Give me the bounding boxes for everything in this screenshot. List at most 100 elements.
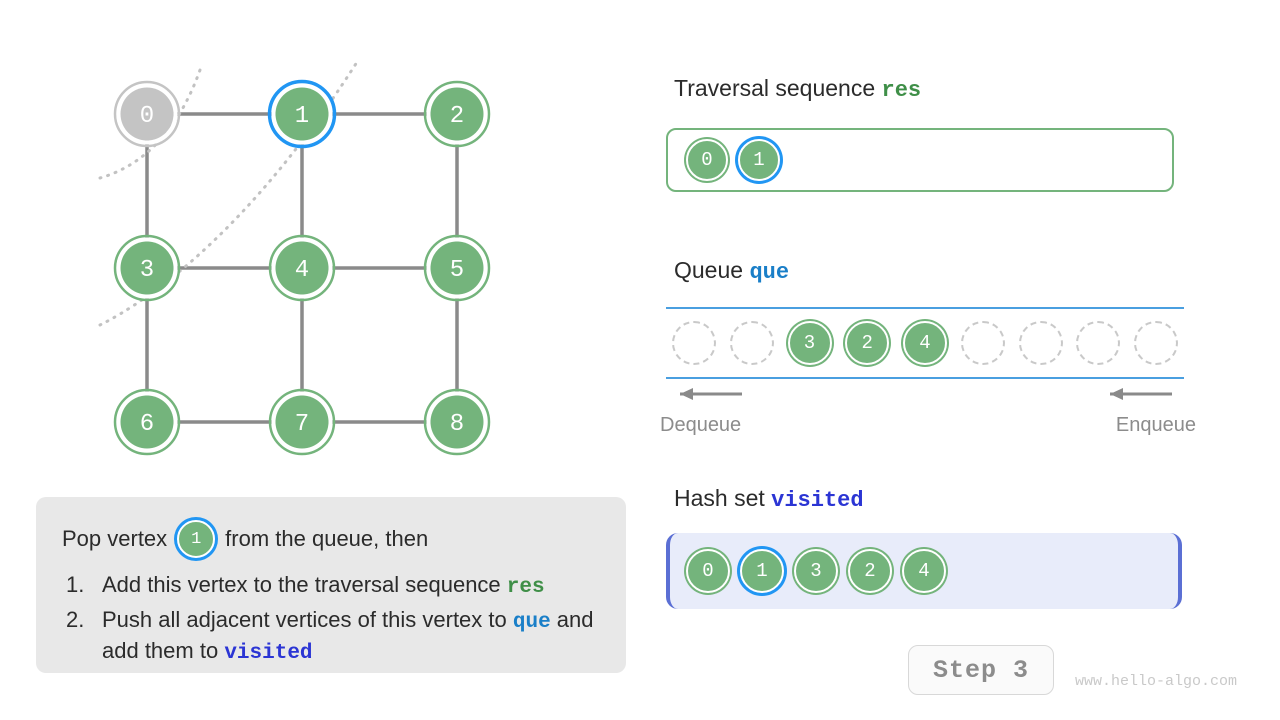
queue-empty-slot xyxy=(1076,321,1121,365)
res-var-name: res xyxy=(881,78,922,103)
description-panel: Pop vertex 1 from the queue, then 1. Add … xyxy=(36,497,626,673)
node-outer-ring xyxy=(268,234,336,302)
queue-end-labels: Dequeue Enqueue xyxy=(660,414,1196,437)
node-label: 2 xyxy=(450,103,464,130)
graph-panel: 0 1 2 3 4 5 6 7 8 xyxy=(0,0,620,480)
queue-top-rule xyxy=(666,307,1184,309)
node-outer-ring xyxy=(113,80,181,148)
step-keyword-2: visited xyxy=(224,641,313,665)
step-text-mid: and add them to xyxy=(102,606,594,663)
graph-node-7[interactable]: 7 xyxy=(268,388,336,456)
node-body[interactable] xyxy=(430,241,484,295)
node-body[interactable] xyxy=(275,87,329,141)
hash-item: 3 xyxy=(794,549,838,593)
dequeue-label: Dequeue xyxy=(660,414,742,436)
node-body[interactable] xyxy=(430,395,484,449)
node-white-ring xyxy=(116,83,178,145)
graph-node-5[interactable]: 5 xyxy=(423,234,491,302)
graph-svg: 0 1 2 3 4 5 6 7 8 xyxy=(98,60,491,456)
queue-bottom-rule xyxy=(666,377,1184,379)
node-label: 3 xyxy=(140,257,154,284)
queue-item: 2 xyxy=(845,321,890,365)
hash-item: 0 xyxy=(686,549,730,593)
node-label: 8 xyxy=(450,411,464,438)
node-white-ring xyxy=(271,391,333,453)
node-highlight-ring xyxy=(267,79,337,149)
node-outer-ring xyxy=(423,80,491,148)
node-label: 5 xyxy=(450,257,464,284)
res-item: 0 xyxy=(686,139,728,181)
description-line-1: Pop vertex 1 from the queue, then xyxy=(62,519,600,559)
step-text-prefix: Add this vertex to the traversal sequenc… xyxy=(102,572,507,597)
queue-empty-slot xyxy=(729,321,774,365)
step-number: 1. xyxy=(66,572,85,597)
dequeue-arrow-icon xyxy=(680,388,742,400)
queue-empty-slot xyxy=(960,321,1005,365)
enqueue-label: Enqueue xyxy=(1115,414,1196,436)
graph-node-0[interactable]: 0 xyxy=(113,80,181,148)
step-text: Add this vertex to the traversal sequenc… xyxy=(102,571,600,602)
queue-empty-slot xyxy=(1018,321,1063,365)
queue-title: Queue que xyxy=(674,257,789,285)
hash-set-title: Hash set visited xyxy=(674,485,864,513)
node-outer-ring xyxy=(113,388,181,456)
step-keyword-1: que xyxy=(512,610,551,634)
graph-node-2[interactable]: 2 xyxy=(423,80,491,148)
from-queue-text: from the queue, then xyxy=(225,526,429,551)
graph-node-4[interactable]: 4 xyxy=(268,234,336,302)
step-text-prefix: Push all adjacent vertices of this verte… xyxy=(102,606,513,632)
node-label: 0 xyxy=(140,103,154,130)
queue-empty-slot xyxy=(672,321,716,365)
node-body[interactable] xyxy=(430,87,484,141)
node-outer-ring xyxy=(268,388,336,456)
queue-var-name: que xyxy=(749,260,790,285)
hash-item: 4 xyxy=(902,549,946,593)
queue-item: 3 xyxy=(787,321,832,365)
node-label: 6 xyxy=(140,411,154,438)
node-body[interactable] xyxy=(120,241,174,295)
step-keyword-1: res xyxy=(506,576,545,599)
graph-node-1[interactable]: 1 xyxy=(267,79,337,149)
graph-node-3[interactable]: 3 xyxy=(113,234,181,302)
visited-var-name: visited xyxy=(771,488,864,513)
hash-item: 2 xyxy=(848,549,892,593)
step-badge: Step 3 xyxy=(908,645,1054,695)
queue-item: 4 xyxy=(903,321,947,365)
node-label: 7 xyxy=(295,411,309,438)
popped-vertex-badge: 1 xyxy=(177,520,216,558)
traversal-sequence-title: Traversal sequence res xyxy=(674,75,921,103)
node-white-ring xyxy=(116,237,178,299)
description-step-list: 1. Add this vertex to the traversal seque… xyxy=(62,571,600,668)
node-outer-ring xyxy=(423,234,491,302)
node-label: 1 xyxy=(295,103,309,130)
hash-item: 1 xyxy=(740,549,784,593)
node-body[interactable] xyxy=(120,87,174,141)
node-white-ring xyxy=(426,237,488,299)
node-outer-ring xyxy=(113,234,181,302)
description-step: 2.Push all adjacent vertices of this ver… xyxy=(66,606,600,668)
queue-empty-slot xyxy=(1134,321,1178,365)
watermark: www.hello-algo.com xyxy=(1075,673,1238,690)
node-body[interactable] xyxy=(275,241,329,295)
queue-direction-arrows xyxy=(680,388,1172,400)
step-text: Push all adjacent vertices of this verte… xyxy=(102,606,600,668)
graph-nodes[interactable]: 0 1 2 3 4 5 6 7 8 xyxy=(113,79,491,456)
node-white-ring xyxy=(271,83,333,145)
node-label: 4 xyxy=(295,257,309,284)
node-body[interactable] xyxy=(275,395,329,449)
node-white-ring xyxy=(426,83,488,145)
hash-title-prefix: Hash set xyxy=(674,485,772,511)
graph-node-6[interactable]: 6 xyxy=(113,388,181,456)
node-white-ring xyxy=(271,237,333,299)
queue-title-prefix: Queue xyxy=(674,257,750,283)
enqueue-arrow-icon xyxy=(1110,388,1172,400)
description-step: 1. Add this vertex to the traversal seque… xyxy=(66,571,600,602)
node-body[interactable] xyxy=(120,395,174,449)
graph-node-8[interactable]: 8 xyxy=(423,388,491,456)
node-white-ring xyxy=(116,391,178,453)
